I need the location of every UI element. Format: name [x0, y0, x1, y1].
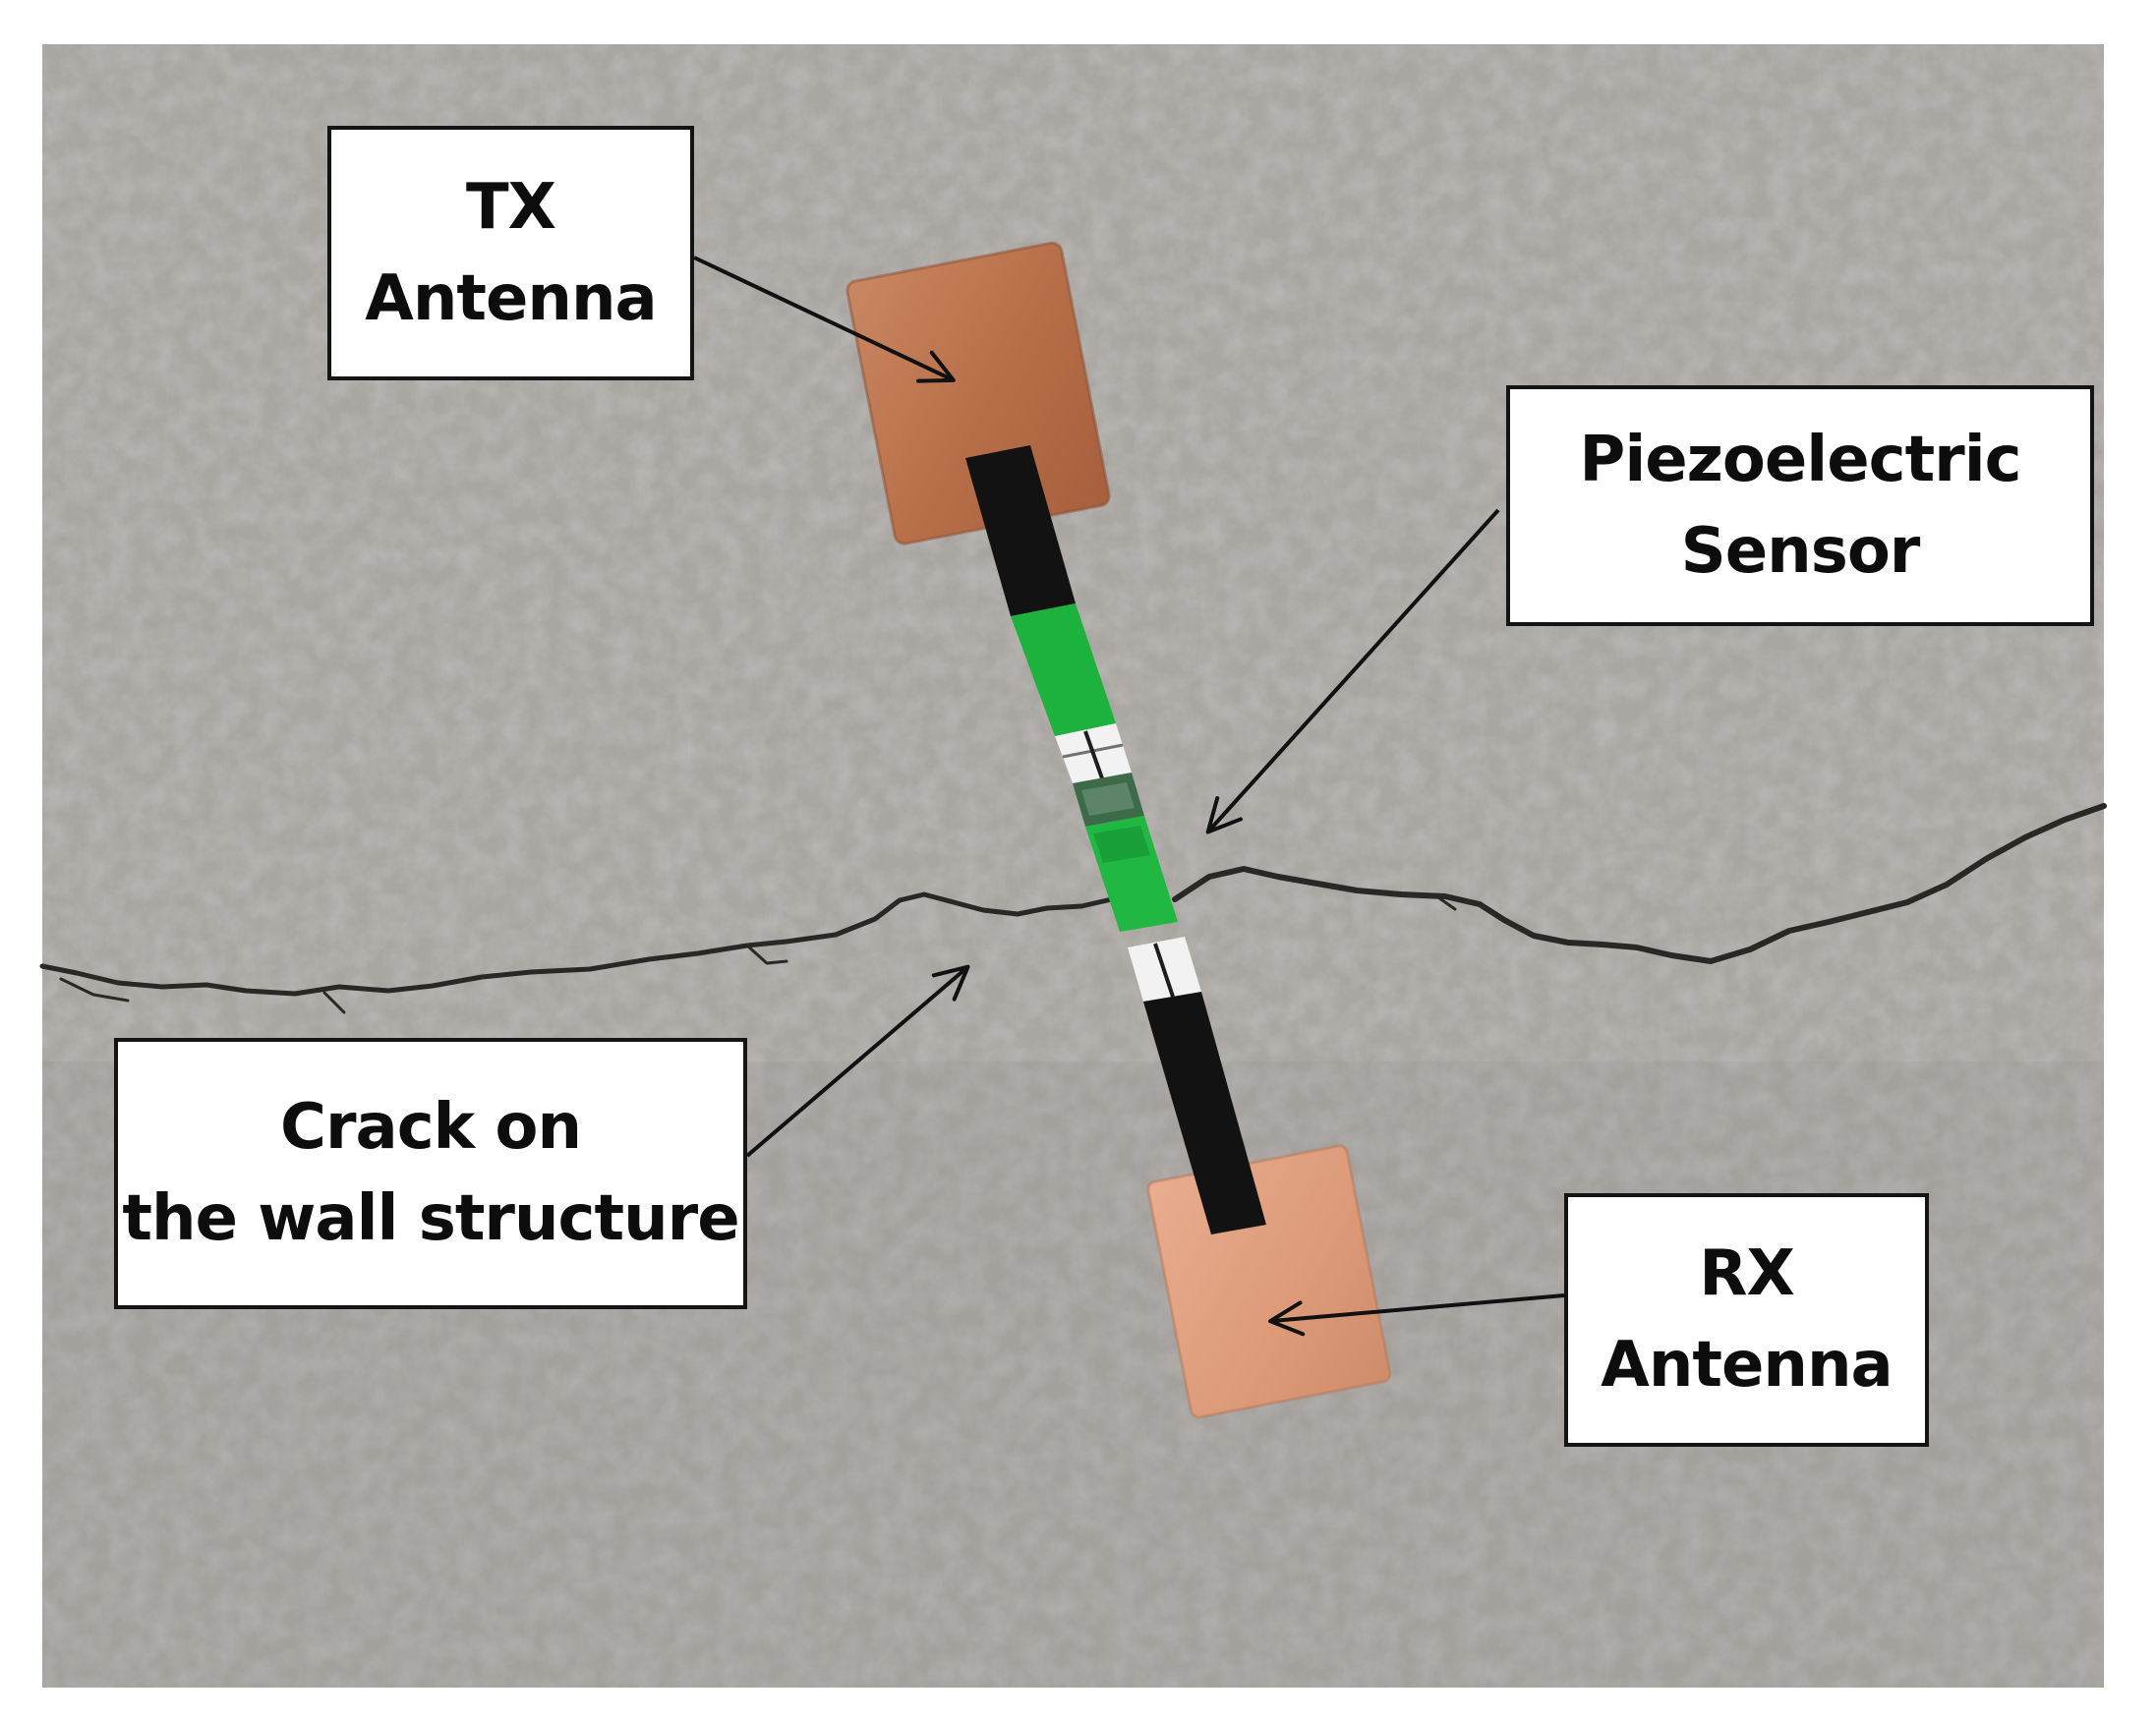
tx-antenna-label-line1: TX: [466, 170, 556, 244]
callout-arrows: [693, 256, 1565, 1337]
rx-antenna-label-line1: RX: [1699, 1237, 1795, 1311]
rx-antenna-label: RX Antenna: [1564, 1193, 1929, 1447]
piezoelectric-sensor-label-line2: Sensor: [1680, 514, 1921, 588]
rx-antenna-label-line2: Antenna: [1601, 1329, 1893, 1402]
tx-antenna-label-line2: Antenna: [365, 261, 657, 335]
wall-crack: [39, 803, 2107, 1014]
sensor-strip: [965, 445, 1266, 1234]
crack-arrow: [745, 964, 970, 1158]
rx-arrow: [1268, 1293, 1565, 1337]
crack-label-line1: Crack on: [279, 1091, 582, 1165]
piezo-arrow: [1205, 508, 1500, 834]
crack-label-line2: the wall structure: [122, 1182, 739, 1255]
piezoelectric-sensor-label-line1: Piezoelectric: [1579, 423, 2021, 496]
piezoelectric-sensor-label: Piezoelectric Sensor: [1506, 385, 2094, 626]
tx-antenna-label: TX Antenna: [327, 126, 694, 380]
rx-antenna-patch: [1146, 1144, 1392, 1419]
crack-label: Crack on the wall structure: [114, 1038, 747, 1309]
tx-arrow: [693, 256, 956, 383]
